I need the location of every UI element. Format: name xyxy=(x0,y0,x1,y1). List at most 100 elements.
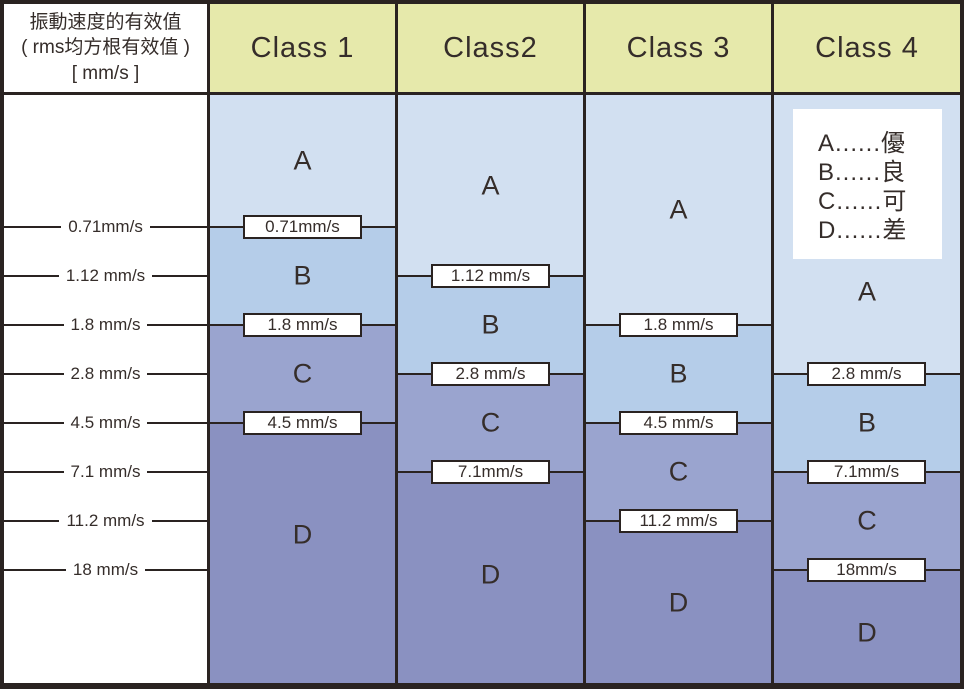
zone-grade-label-a: A xyxy=(481,170,500,200)
zone-class-3-d xyxy=(586,521,771,683)
axis-tick-label: 0.71mm/s xyxy=(68,217,143,236)
zone-class-4-d xyxy=(774,570,960,683)
threshold-label: 7.1mm/s xyxy=(431,460,550,484)
threshold-label: 11.2 mm/s xyxy=(619,509,738,533)
zone-grade-label-d: D xyxy=(668,587,689,618)
threshold-label: 4.5 mm/s xyxy=(243,411,362,435)
threshold-label: 4.5 mm/s xyxy=(619,411,738,435)
threshold-label: 2.8 mm/s xyxy=(431,362,550,386)
axis-title-line3: [ mm/s ] xyxy=(71,62,140,84)
axis-tick: 1.8 mm/s xyxy=(4,314,207,336)
zone-grade-label-b: B xyxy=(857,407,876,438)
header-class2: Class2 xyxy=(398,4,583,92)
y-axis-scale: 0.71mm/s 1.12 mm/s 1.8 mm/s 2.8 mm/s 4.5 mm/… xyxy=(4,95,208,683)
class-header-label: Class 4 xyxy=(815,31,919,64)
header-class-3: Class 3 xyxy=(586,4,771,92)
threshold-label: 1.12 mm/s xyxy=(431,264,550,288)
header-divider xyxy=(4,92,960,95)
tick-line-left xyxy=(4,471,64,473)
zone-grade-label-d: D xyxy=(292,519,313,550)
axis-tick-label: 1.12 mm/s xyxy=(65,266,146,285)
axis-tick: 18 mm/s xyxy=(4,559,207,581)
threshold-label: 7.1mm/s xyxy=(807,460,926,484)
zone-grade-label-a: A xyxy=(669,194,688,225)
zone-grade-label-d: D xyxy=(857,617,877,648)
axis-title-cell: 振動速度的有效值 ( rms均方根有效值 ) [ mm/s ] xyxy=(4,4,207,92)
axis-tick-label: 18 mm/s xyxy=(72,560,139,579)
zone-grade-label-b: B xyxy=(293,260,312,291)
zone-grade-label-c: C xyxy=(292,358,313,389)
class-header-label: Class2 xyxy=(443,31,538,64)
column-divider xyxy=(583,4,586,683)
column-class2: A B C D 1.12 mm/s 2.8 mm/s 7.1mm/s xyxy=(398,95,583,683)
zone-grade-label-d: D xyxy=(480,559,501,590)
tick-line-left xyxy=(4,226,62,228)
tick-line-right xyxy=(149,226,208,228)
legend-item-c: C......可 xyxy=(818,188,908,215)
zone-class-3-a xyxy=(586,95,771,325)
axis-tick: 2.8 mm/s xyxy=(4,363,207,385)
threshold-label: 2.8 mm/s xyxy=(807,362,926,386)
zone-grade-label-b: B xyxy=(669,358,688,389)
zone-grade-label-a: A xyxy=(293,145,312,176)
zone-class-1-a xyxy=(210,95,395,227)
tick-line-right xyxy=(152,275,208,277)
header-class-4: Class 4 xyxy=(774,4,960,92)
axis-tick-label: 7.1 mm/s xyxy=(70,462,141,481)
threshold-label: 1.8 mm/s xyxy=(243,313,362,337)
zone-class2-d xyxy=(398,472,583,683)
axis-tick-label: 1.8 mm/s xyxy=(70,315,141,334)
threshold-label: 18mm/s xyxy=(807,558,926,582)
axis-tick-label: 11.2 mm/s xyxy=(66,511,145,530)
zone-class-1-c xyxy=(210,325,395,423)
header-class-1: Class 1 xyxy=(210,4,395,92)
legend-item-d: D......差 xyxy=(818,217,908,244)
zone-class-1-d xyxy=(210,423,395,683)
zone-class-4-b xyxy=(774,374,960,472)
axis-tick: 0.71mm/s xyxy=(4,216,208,238)
tick-line-right xyxy=(147,471,207,473)
axis-title-line2: ( rms均方根有效值 ) xyxy=(21,37,190,59)
tick-line-left xyxy=(4,569,66,571)
tick-line-left xyxy=(4,520,60,522)
threshold-label: 1.8 mm/s xyxy=(619,313,738,337)
zone-class-4-c xyxy=(774,472,960,570)
tick-line-left xyxy=(4,324,64,326)
axis-tick: 1.12 mm/s xyxy=(4,265,208,287)
zone-class-3-c xyxy=(586,423,771,521)
axis-tick-label: 4.5 mm/s xyxy=(70,413,141,432)
zone-class2-b xyxy=(398,276,583,374)
tick-line-right xyxy=(147,373,207,375)
tick-line-right xyxy=(147,422,207,424)
axis-title-line1: 振動速度的有效值 xyxy=(29,11,182,33)
column-divider xyxy=(771,4,774,683)
zone-grade-label-c: C xyxy=(857,505,877,536)
column-divider xyxy=(395,4,398,683)
tick-line-left xyxy=(4,373,64,375)
legend-item-b: B......良 xyxy=(818,159,907,186)
tick-line-left xyxy=(4,422,64,424)
axis-tick-label: 2.8 mm/s xyxy=(70,364,141,383)
column-divider xyxy=(207,4,210,683)
zone-class-3-b xyxy=(586,325,771,423)
threshold-label: 0.71mm/s xyxy=(243,215,362,239)
zone-class2-c xyxy=(398,374,583,472)
zone-class2-a xyxy=(398,95,583,276)
zone-grade-label-b: B xyxy=(481,309,500,340)
axis-tick: 7.1 mm/s xyxy=(4,461,207,483)
tick-line-right xyxy=(147,324,207,326)
zone-class-1-b xyxy=(210,227,395,325)
chart-body: 0.71mm/s 1.12 mm/s 1.8 mm/s 2.8 mm/s 4.5 mm/… xyxy=(4,95,960,683)
axis-tick: 4.5 mm/s xyxy=(4,412,207,434)
zone-grade-label-a: A xyxy=(857,276,876,307)
axis-tick: 11.2 mm/s xyxy=(4,510,207,532)
legend-item-a: A......優 xyxy=(818,130,907,157)
tick-line-left xyxy=(4,275,59,277)
zone-grade-label-c: C xyxy=(480,407,501,438)
class-header-label: Class 1 xyxy=(250,31,355,64)
tick-line-right xyxy=(145,569,207,571)
